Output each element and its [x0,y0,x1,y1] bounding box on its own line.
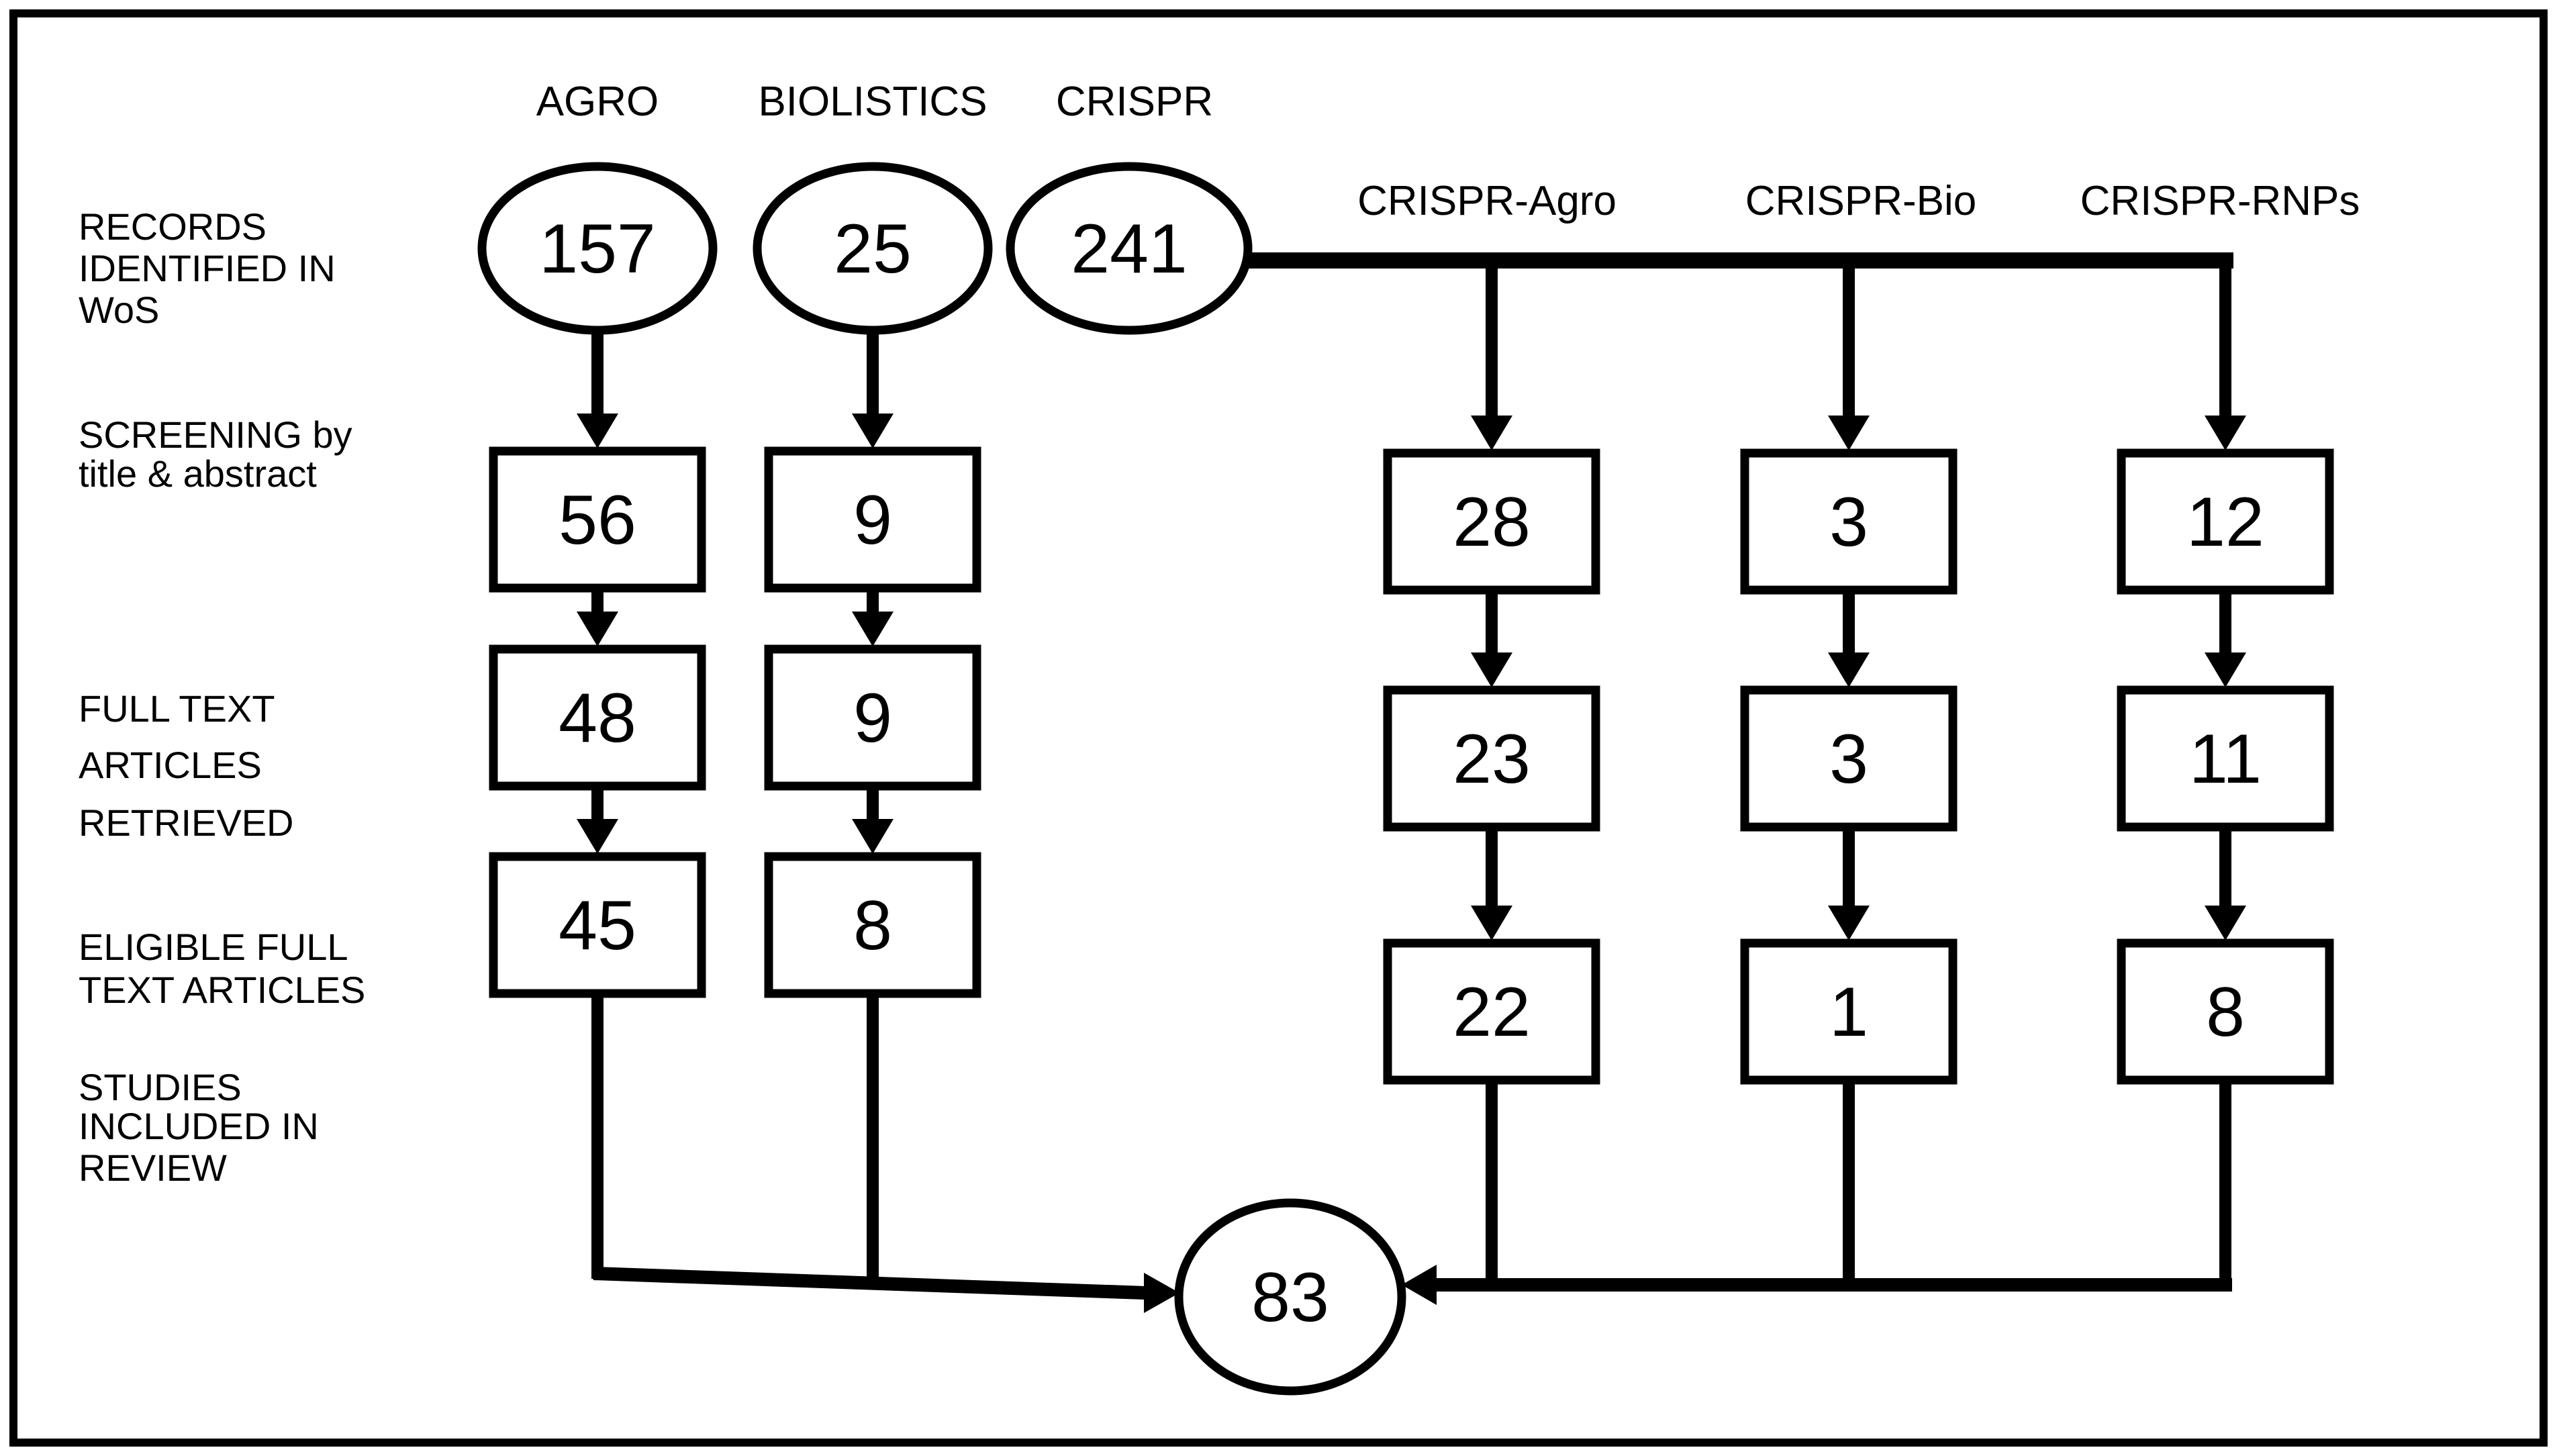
right-included-arrowhead-left-icon [1402,1265,1437,1305]
stage-label-0-line-0: RECORDS [79,205,267,248]
crispr-bio-column-label: CRISPR-Bio [1745,178,1977,224]
crispr-rnps-screening-box [2117,448,2334,595]
stage-label-3-line-1: TEXT ARTICLES [79,969,365,1011]
crispr-bio-screening-value: 3 [1829,483,1868,561]
crispr-bio-full_text_retrieved-value: 3 [1829,720,1868,798]
left-included-arrowhead-right-icon [1144,1273,1179,1313]
stage-label-2-line-2: RETRIEVED [79,802,294,844]
crispr-rnps-screening-value: 12 [2186,483,2264,561]
crispr-agro-screening-value: 28 [1453,483,1531,561]
crispr-agro-full_text_retrieved-box [1383,685,1600,832]
crispr-branch-1-drop-arrow-arrowhead-down-icon [1828,416,1870,450]
biolistics-column-label: BIOLISTICS [758,79,987,125]
crispr-rnps-arrow-3-arrowhead-down-icon [2205,906,2246,940]
biolistics-arrow-1-arrowhead-down-icon [852,414,894,448]
agro-full_text_retrieved-value: 48 [559,679,636,757]
agro-full_text_retrieved-box [489,644,706,791]
crispr-agro-arrow-2-arrowhead-down-icon [1471,652,1512,687]
stage-label-0-line-2: WoS [79,289,159,331]
stage-label-0-line-1: IDENTIFIED IN [79,247,336,289]
crispr-agro-arrow-3-arrowhead-down-icon [1471,906,1512,940]
figure-border [9,9,2548,1447]
crispr-bio-screening-box [1740,448,1958,595]
crispr-bio-eligible_full_text-box [1740,938,1958,1085]
biolistics-records-ellipse [753,162,993,335]
crispr-bio-arrow-2-arrowhead-down-icon [1828,652,1870,687]
agro-arrow-2-arrowhead-down-icon [577,612,618,646]
stage-label-4-line-1: INCLUDED IN [79,1105,319,1147]
crispr-records-ellipse [1006,162,1253,335]
studies-included-ellipse [1174,1198,1406,1396]
agro-screening-value: 56 [559,481,636,559]
crispr-rnps-arrow-2-arrowhead-down-icon [2205,652,2246,687]
crispr-agro-eligible_full_text-value: 22 [1453,973,1531,1051]
agro-arrow-1-arrowhead-down-icon [577,414,618,448]
biolistics-screening-box [764,446,981,593]
biolistics-eligible_full_text-value: 8 [853,887,892,965]
crispr-column-label: CRISPR [1056,79,1213,125]
crispr-agro-screening-box [1383,448,1600,595]
agro-column-label: AGRO [536,79,659,125]
crispr-records-value: 241 [1071,210,1188,288]
agro-eligible_full_text-value: 45 [559,887,636,965]
crispr-agro-eligible_full_text-box [1383,938,1600,1085]
crispr-rnps-eligible_full_text-box [2117,938,2334,1085]
crispr-rnps-eligible_full_text-value: 8 [2206,973,2245,1051]
agro-records-ellipse [477,162,718,335]
biolistics-records-value: 25 [834,210,912,288]
biolistics-arrow-3-arrowhead-down-icon [852,819,894,854]
crispr-branch-2-drop-arrow-arrowhead-down-icon [2205,416,2246,450]
left-included-horizontal [593,1267,1146,1300]
agro-eligible_full_text-box [489,852,706,998]
crispr-bio-eligible_full_text-value: 1 [1829,973,1868,1051]
stage-label-2-line-1: ARTICLES [79,744,262,786]
stage-label-4-line-0: STUDIES [79,1066,242,1108]
crispr-agro-full_text_retrieved-value: 23 [1453,720,1531,798]
crispr-rnps-full_text_retrieved-value: 11 [2189,720,2262,798]
crispr-branch-0-drop-arrow-arrowhead-down-icon [1471,416,1512,450]
stage-label-1-line-1: title & abstract [79,452,317,495]
stage-label-2-line-0: FULL TEXT [79,687,275,730]
crispr-bio-arrow-3-arrowhead-down-icon [1828,906,1870,940]
biolistics-screening-value: 9 [853,481,892,559]
biolistics-full_text_retrieved-value: 9 [853,679,892,757]
crispr-agro-column-label: CRISPR-Agro [1357,178,1617,224]
biolistics-full_text_retrieved-box [764,644,981,791]
stage-label-3-line-0: ELIGIBLE FULL [79,926,348,968]
biolistics-eligible_full_text-box [764,852,981,998]
agro-arrow-3-arrowhead-down-icon [577,819,618,854]
stage-label-1-line-0: SCREENING by [79,414,352,456]
agro-records-value: 157 [539,210,656,288]
crispr-rnps-full_text_retrieved-box [2117,685,2334,832]
agro-screening-box [489,446,706,593]
biolistics-arrow-2-arrowhead-down-icon [852,612,894,646]
crispr-rnps-column-label: CRISPR-RNPs [2080,178,2360,224]
studies-included-value: 83 [1251,1259,1329,1337]
crispr-bio-full_text_retrieved-box [1740,685,1958,832]
stage-label-4-line-2: REVIEW [79,1147,227,1189]
